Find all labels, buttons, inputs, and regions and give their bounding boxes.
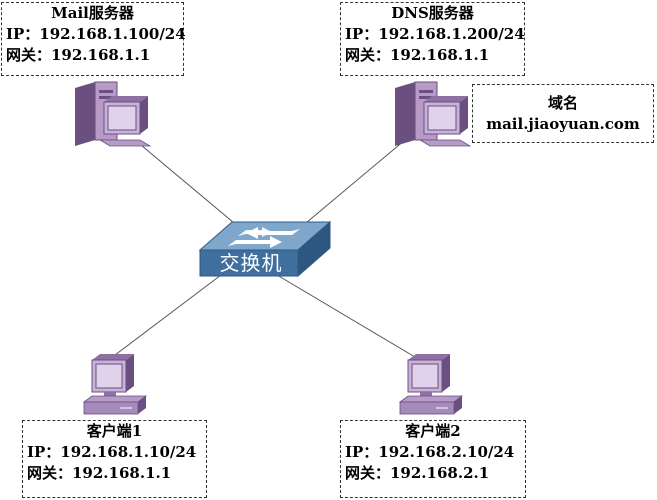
domain-title: 域名 [547, 94, 578, 112]
switch-icon [198, 220, 332, 278]
switch-label: 交换机 [219, 251, 283, 275]
link-mail-switch [134, 139, 241, 229]
client1-computer-icon [82, 354, 148, 415]
dns-server-info-box: DNS服务器 IP：192.168.1.200/24 网关：192.168.1.… [340, 2, 525, 76]
link-dns-switch [299, 139, 406, 229]
mail-server-gateway: 网关：192.168.1.1 [6, 46, 151, 64]
client2-title: 客户端2 [405, 422, 461, 440]
mail-server-ip: IP：192.168.1.100/24 [6, 25, 186, 43]
dns-server-gateway: 网关：192.168.1.1 [345, 46, 490, 64]
dns-server-title: DNS服务器 [391, 4, 474, 22]
client1-title: 客户端1 [86, 422, 143, 440]
client1-ip: IP：192.168.1.10/24 [27, 443, 197, 461]
dns-server-ip: IP：192.168.1.200/24 [345, 25, 525, 43]
client2-computer-icon [398, 354, 464, 415]
mail-server-title: Mail服务器 [51, 4, 134, 22]
client2-info-box: 客户端2 IP：192.168.2.10/24 网关：192.168.2.1 [340, 420, 526, 498]
client2-ip: IP：192.168.2.10/24 [345, 443, 515, 461]
domain-value: mail.jiaoyuan.com [486, 115, 640, 133]
link-switch-client1 [114, 271, 226, 356]
dns-server-icon [395, 81, 472, 147]
mail-server-icon [75, 81, 152, 147]
client1-gateway: 网关：192.168.1.1 [27, 464, 172, 482]
client2-gateway: 网关：192.168.2.1 [345, 464, 490, 482]
domain-name-box: 域名 mail.jiaoyuan.com [472, 84, 654, 143]
client1-info-box: 客户端1 IP：192.168.1.10/24 网关：192.168.1.1 [22, 420, 207, 498]
mail-server-info-box: Mail服务器 IP：192.168.1.100/24 网关：192.168.1… [1, 2, 186, 76]
link-switch-client2 [271, 271, 421, 361]
